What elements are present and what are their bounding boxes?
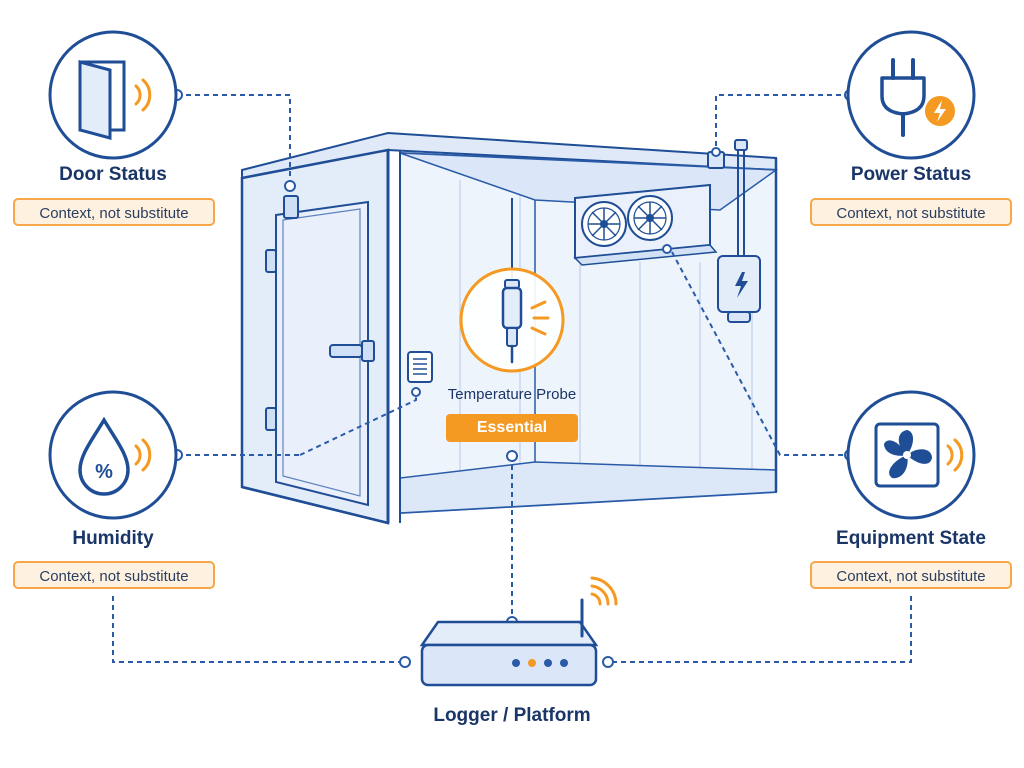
door-status-title: Door Status xyxy=(59,164,167,185)
svg-text:%: % xyxy=(95,461,113,483)
power-monitor-unit xyxy=(707,139,761,323)
water-drop-percent-icon: % xyxy=(48,390,178,520)
power-status-title: Power Status xyxy=(850,164,972,185)
equipment-state-badge: Context, not substitute xyxy=(810,561,1012,589)
power-status-badge: Context, not substitute xyxy=(810,198,1012,226)
logger-platform-title: Logger / Platform xyxy=(433,705,591,726)
humidity-badge: Context, not substitute xyxy=(13,561,215,589)
humidity-title: Humidity xyxy=(72,528,154,549)
evaporator-fan-unit xyxy=(573,183,718,266)
equipment-state-title: Equipment State xyxy=(836,528,986,549)
router-icon xyxy=(419,576,618,687)
essential-tag: Essential xyxy=(446,414,578,442)
fan-icon xyxy=(846,390,976,520)
door-icon xyxy=(48,30,178,160)
temperature-probe-title: Temperature Probe xyxy=(447,386,577,403)
temperature-probe-icon xyxy=(459,267,565,373)
door-status-badge: Context, not substitute xyxy=(13,198,215,226)
plug-icon xyxy=(846,30,976,160)
